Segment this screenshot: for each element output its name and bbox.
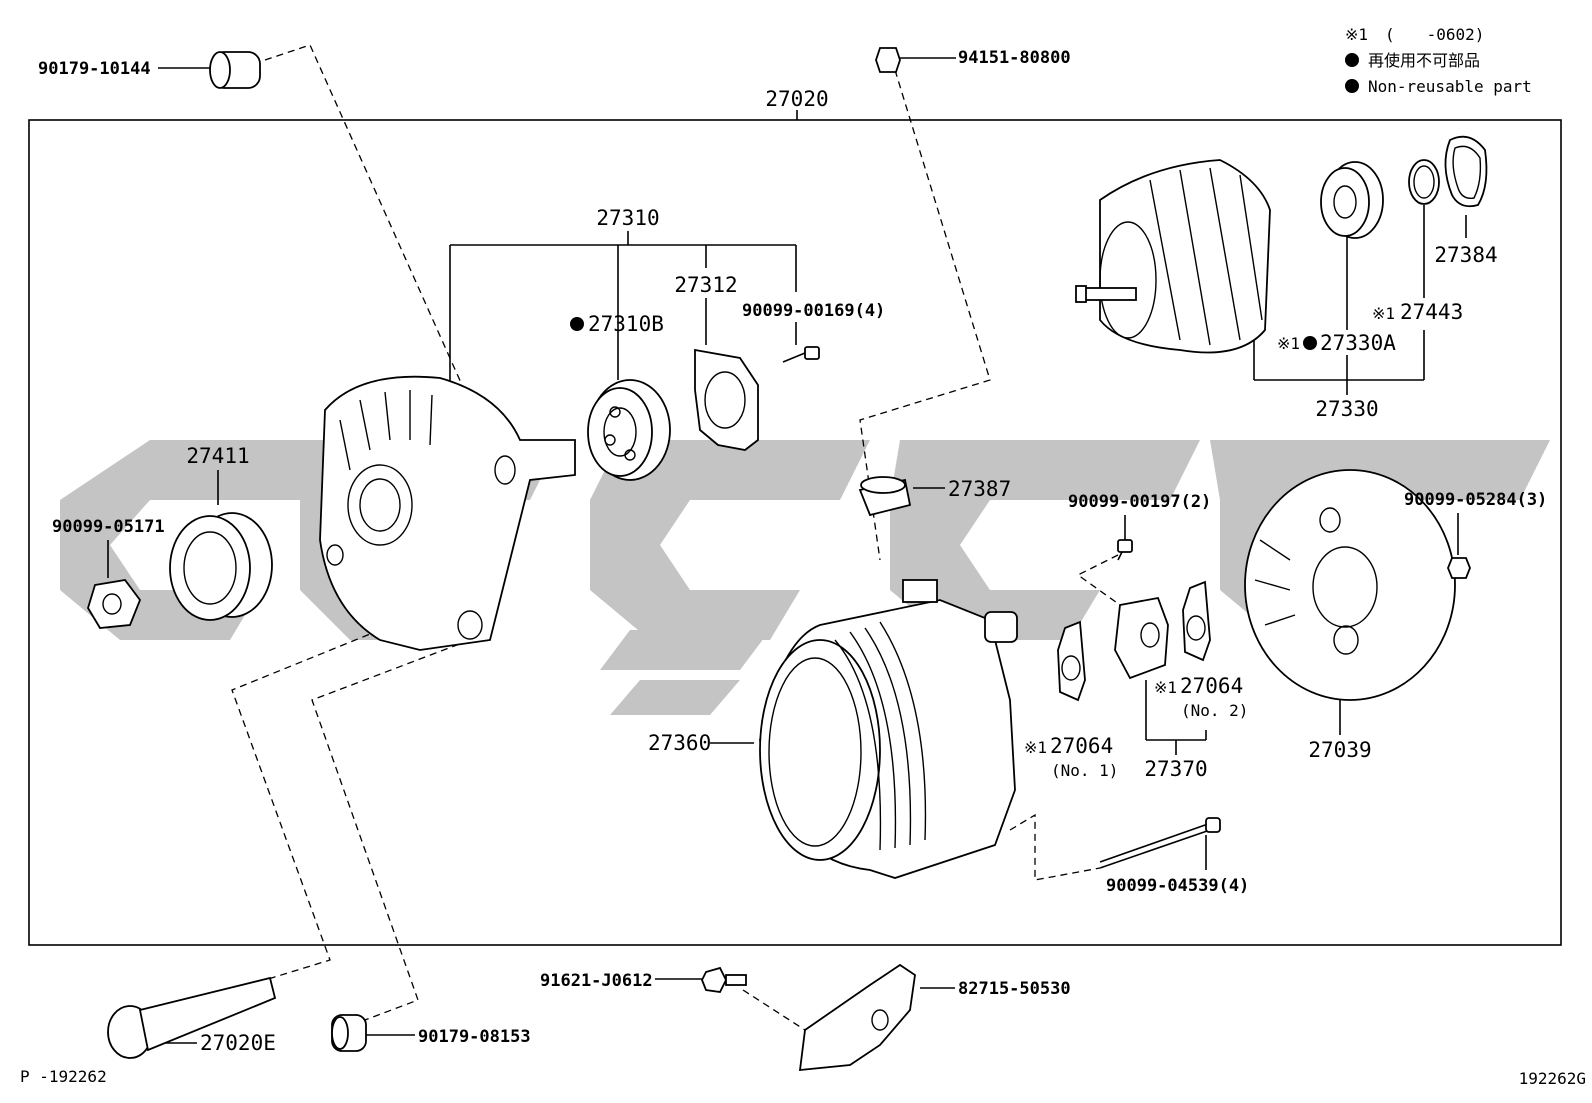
bracket-27330 xyxy=(1253,205,1467,395)
label-27312[interactable]: 27312 xyxy=(674,273,737,297)
label-90099-05171[interactable]: 90099-05171 xyxy=(52,517,165,537)
label-27039[interactable]: 27039 xyxy=(1308,738,1371,762)
footer-left-code: P -192262 xyxy=(20,1067,107,1086)
stator-27360-icon[interactable] xyxy=(759,579,1018,879)
label-27360[interactable]: 27360 xyxy=(648,731,711,755)
nut-90179-10144-icon[interactable] xyxy=(209,51,261,89)
label-27330[interactable]: 27330 xyxy=(1315,397,1378,421)
rotor-27330-icon[interactable] xyxy=(1075,159,1271,354)
label-90099-00169[interactable]: 90099-00169(4) xyxy=(742,301,885,321)
label-27387[interactable]: 27387 xyxy=(948,477,1011,501)
drive-end-frame-icon[interactable] xyxy=(319,375,576,651)
label-90179-10144[interactable]: 90179-10144 xyxy=(38,59,151,79)
label-27310b[interactable]: 27310B xyxy=(588,312,664,336)
label-82715-50530[interactable]: 82715-50530 xyxy=(958,979,1071,999)
label-27064-no2-sub: (No. 2) xyxy=(1181,701,1248,720)
label-94151-80800[interactable]: 94151-80800 xyxy=(958,48,1071,68)
screw-90099-00197-icon[interactable] xyxy=(1117,539,1133,561)
note-mark-27443: ※1 xyxy=(1372,304,1395,323)
regulator-27370-icon[interactable] xyxy=(1114,596,1169,680)
footer-right-code: 192262G xyxy=(1519,1069,1586,1088)
label-27064-no1[interactable]: 27064 xyxy=(1050,734,1113,758)
plate-27312-icon[interactable] xyxy=(694,348,759,451)
cover-27384-icon[interactable] xyxy=(1444,135,1488,208)
rear-cover-27039-icon[interactable] xyxy=(1244,469,1456,701)
label-27411[interactable]: 27411 xyxy=(186,444,249,468)
note-mark-27064-no2: ※1 xyxy=(1154,678,1177,697)
bolt-90099-04539-icon[interactable] xyxy=(1099,817,1221,869)
nut-90179-08153-icon[interactable] xyxy=(331,1014,367,1052)
legend-nonreusable-jp: 再使用不可部品 xyxy=(1368,51,1480,70)
leader-lines xyxy=(107,57,1459,1044)
pulley-27411-icon[interactable] xyxy=(169,512,273,621)
ring-27443-icon[interactable] xyxy=(1408,159,1440,205)
nut-90099-05171-icon[interactable] xyxy=(87,579,142,629)
nonreusable-dot-icon xyxy=(570,317,584,331)
label-90099-04539[interactable]: 90099-04539(4) xyxy=(1106,876,1249,896)
bolt-27020e-icon[interactable] xyxy=(107,976,277,1059)
label-27064-no2[interactable]: 27064 xyxy=(1180,674,1243,698)
bracket-27370 xyxy=(1145,680,1207,755)
label-27384[interactable]: 27384 xyxy=(1434,243,1497,267)
label-91621-j0612[interactable]: 91621-J0612 xyxy=(540,971,653,991)
label-27330a[interactable]: 27330A xyxy=(1320,331,1396,355)
bearing-27330a-icon[interactable] xyxy=(1320,161,1384,239)
legend: ※1 ( -0602) 再使用不可部品 Non-reusable part xyxy=(1345,25,1532,96)
label-27020[interactable]: 27020 xyxy=(765,87,828,111)
plate-27064-no2-icon[interactable] xyxy=(1182,580,1211,662)
label-27020e[interactable]: 27020E xyxy=(200,1031,276,1055)
bearing-27310b-icon[interactable] xyxy=(587,379,671,481)
legend-nonreusable-en: Non-reusable part xyxy=(1368,77,1532,96)
insulator-27387-icon[interactable] xyxy=(858,476,912,517)
note-mark-27064-no1: ※1 xyxy=(1024,738,1047,757)
label-90099-00197[interactable]: 90099-00197(2) xyxy=(1068,492,1211,512)
legend-note-mark: ※1 xyxy=(1345,25,1368,44)
legend-note-range: ( -0602) xyxy=(1385,25,1484,44)
note-mark-27330a: ※1 xyxy=(1277,334,1300,353)
label-27443[interactable]: 27443 xyxy=(1400,300,1463,324)
bracket-82715-50530-icon[interactable] xyxy=(798,963,916,1072)
label-90099-05284[interactable]: 90099-05284(3) xyxy=(1404,490,1547,510)
plate-27064-no1-icon[interactable] xyxy=(1057,620,1086,702)
screw-90099-00169-icon[interactable] xyxy=(782,346,820,363)
label-27064-no1-sub: (No. 1) xyxy=(1051,761,1118,780)
label-27370[interactable]: 27370 xyxy=(1144,757,1207,781)
label-90179-08153[interactable]: 90179-08153 xyxy=(418,1027,531,1047)
assembly-frame xyxy=(28,119,1562,946)
nonreusable-dot-icon xyxy=(1303,336,1317,350)
bolt-91621-j0612-icon[interactable] xyxy=(701,966,747,993)
part-labels: 27020 90179-10144 94151-80800 27310 2731… xyxy=(38,48,1547,1055)
nut-94151-80800-icon[interactable] xyxy=(875,47,901,73)
nut-90099-05284-icon[interactable] xyxy=(1447,557,1471,579)
label-27310[interactable]: 27310 xyxy=(596,206,659,230)
